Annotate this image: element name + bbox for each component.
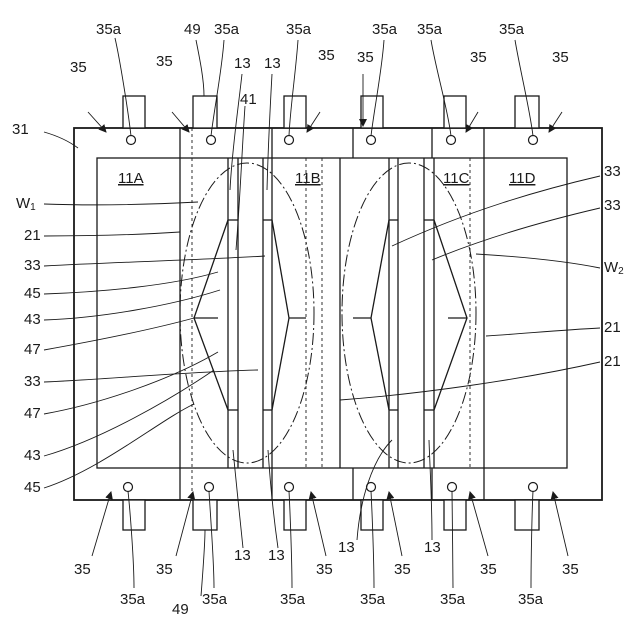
label-sheet: 41 [240,91,257,108]
label-clamp: 35 [156,53,173,70]
top-tab [284,96,306,128]
label-edge: 47 [24,405,41,422]
clamp-hole [529,136,538,145]
post-leader-bottom [201,530,205,596]
label-frame: 31 [12,121,29,138]
left-cell-plates [194,158,306,468]
label-edge: 45 [24,479,41,496]
top-tab [361,96,383,128]
label-membrane: 33 [604,163,621,180]
dashed-guides [192,128,470,500]
label-plate: 13 [338,539,355,556]
clamp-hole [448,483,457,492]
label-unit-d: 11D [509,170,536,187]
clamp-hole [367,136,376,145]
label-clamp: 35 [480,561,497,578]
label-clamp-hole: 35a [499,21,525,38]
label-clamp: 35 [394,561,411,578]
bottom-tab [123,500,145,530]
bottom-tab [193,500,217,530]
label-membrane: 33 [604,197,621,214]
label-spacer: 21 [604,353,621,370]
label-clamp: 35 [552,49,569,66]
label-edge: 43 [24,311,41,328]
clamp-hole [207,136,216,145]
label-clamp-hole: 35a [96,21,122,38]
left-leaders [44,202,265,488]
label-plate: 13 [424,539,441,556]
label-post: 49 [184,21,201,38]
label-spacer: 21 [24,227,41,244]
label-clamp-hole: 35a [202,591,228,608]
post-leader-top [196,40,204,96]
label-clamp: 35 [74,561,91,578]
label-clamp-hole: 35a [280,591,306,608]
window-w1-outline [180,163,314,463]
label-membrane: 33 [24,257,41,274]
bottom-tab [515,500,539,530]
top-band-dividers [180,128,484,158]
label-clamp-hole: 35a [120,591,146,608]
label-clamp: 35 [156,561,173,578]
label-clamp: 35 [70,59,87,76]
top-tab [193,96,217,128]
label-unit-b: 11B [295,170,321,187]
bottom-tab [444,500,466,530]
label-clamp-hole: 35a [440,591,466,608]
label-clamp: 35 [470,49,487,66]
frame-leader [44,132,78,148]
bottom-band-dividers [180,468,484,500]
plate-leader-bottom-2 [268,450,278,548]
label-edge: 47 [24,341,41,358]
label-plate: 13 [264,55,281,72]
label-window-1: W1 [16,195,36,213]
label-edge: 45 [24,285,41,302]
clamp-hole [127,136,136,145]
label-clamp-hole: 35a [286,21,312,38]
label-clamp-hole: 35a [417,21,443,38]
label-clamp: 35 [318,47,335,64]
label-clamp: 35 [316,561,333,578]
bottom-clamp-arrows [92,492,568,556]
clamp-hole [529,483,538,492]
top-clamp-arrows [88,74,562,132]
label-clamp: 35 [357,49,374,66]
clamp-hole [205,483,214,492]
top-tab [444,96,466,128]
label-plate: 13 [234,547,251,564]
top-holes [127,136,538,145]
label-clamp: 35 [562,561,579,578]
unit-dividers [180,158,484,468]
label-clamp-hole: 35a [518,591,544,608]
label-unit-a: 11A [118,170,144,187]
label-plate: 13 [268,547,285,564]
label-unit-c: 11C [443,170,470,187]
label-post: 49 [172,601,189,618]
label-edge: 43 [24,447,41,464]
bottom-tab [284,500,306,530]
label-spacer: 21 [604,319,621,336]
label-plate: 13 [234,55,251,72]
label-clamp-hole: 35a [214,21,240,38]
label-membrane: 33 [24,373,41,390]
label-window-2: W2 [604,259,624,277]
right-leaders [340,176,600,400]
window-w2-outline [342,163,476,463]
right-cell-plates [353,158,467,468]
label-clamp-hole: 35a [372,21,398,38]
bottom-holes [124,483,538,492]
top-tabs [123,96,539,128]
clamp-hole [447,136,456,145]
clamp-hole [285,483,294,492]
label-clamp-hole: 35a [360,591,386,608]
clamp-hole [285,136,294,145]
clamp-hole [124,483,133,492]
